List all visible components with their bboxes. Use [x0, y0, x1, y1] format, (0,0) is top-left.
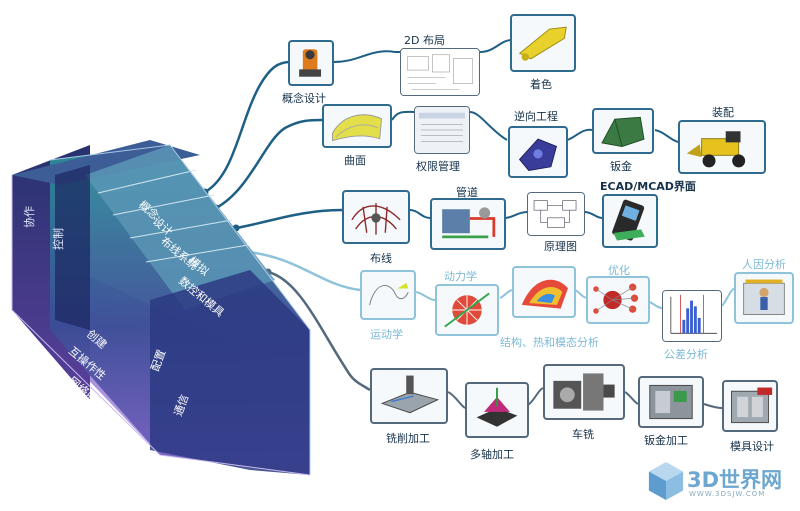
- watermark-title: 3D世界网: [687, 468, 783, 492]
- thumb-ergonomics: [734, 272, 794, 324]
- label-tolerance-analysis: 公差分析: [664, 348, 708, 361]
- connector-concept-3: [479, 39, 513, 53]
- label-concept-design: 概念设计: [282, 92, 326, 105]
- label-ecad-mcad: ECAD/MCAD界面: [600, 180, 696, 193]
- thumb-sheet-metal: [592, 108, 654, 154]
- thumb-tolerance-analysis: [662, 290, 722, 342]
- thumb-reverse-engineering: [508, 126, 568, 178]
- thumb-ecad-mcad: [602, 194, 658, 248]
- label-turn-mill: 车铣: [572, 428, 594, 441]
- label-kinematics: 运动学: [370, 328, 403, 341]
- connector-routing: [235, 208, 343, 230]
- label-structural-thermal-modal: 结构、热和模态分析: [500, 336, 599, 349]
- label-mold-design: 模具设计: [730, 440, 774, 453]
- platform-block: [11, 140, 311, 476]
- thumb-piping: [430, 198, 506, 250]
- thumb-shading: [510, 14, 576, 72]
- connector-cnc: [267, 270, 371, 392]
- thumb-assembly: [678, 120, 766, 174]
- watermark-cube-icon: [648, 462, 684, 500]
- label-piping: 管道: [456, 186, 478, 199]
- connector-cnc-2: [447, 387, 723, 409]
- label-wiring: 布线: [370, 252, 392, 265]
- label-surface: 曲面: [344, 154, 366, 167]
- label-dynamics: 动力学: [444, 270, 477, 283]
- label-assembly: 装配: [712, 106, 734, 119]
- block-inner-pillar: [55, 165, 90, 330]
- side-control: 控制: [51, 228, 65, 250]
- watermark-url: WWW.3DSJW.COM: [689, 490, 766, 498]
- block-right-pillar: [150, 270, 310, 475]
- label-multi-axis: 多轴加工: [470, 448, 514, 461]
- thumb-milling: [370, 368, 448, 424]
- connector-design-2: [391, 110, 679, 143]
- label-shading: 着色: [530, 78, 552, 91]
- connector-simulation: [247, 250, 361, 292]
- thumb-mold-design: [722, 380, 778, 432]
- connector-simulation-2: [414, 287, 736, 309]
- thumb-rights-management: [414, 106, 470, 154]
- thumb-dynamics: [435, 284, 499, 336]
- thumb-2d-layout: [400, 48, 480, 96]
- label-schematic: 原理图: [544, 240, 577, 253]
- thumb-wiring: [342, 190, 410, 244]
- label-ergonomics: 人因分析: [742, 258, 786, 271]
- label-reverse-engineering: 逆向工程: [514, 110, 558, 123]
- thumb-turn-mill: [543, 364, 625, 420]
- connector-concept-2: [333, 50, 420, 63]
- label-2d-layout: 2D 布局: [404, 34, 445, 47]
- thumb-optimization: [586, 276, 650, 324]
- thumb-multi-axis: [465, 382, 529, 438]
- thumb-surface: [322, 104, 392, 148]
- label-milling: 铣削加工: [386, 432, 430, 445]
- connector-concept: [204, 60, 291, 194]
- connector-routing-2: [409, 209, 603, 219]
- watermark: 3D世界网 WWW.3DSJW.COM: [647, 460, 797, 504]
- side-collaboration: 协作: [22, 206, 36, 228]
- label-rights-management: 权限管理: [416, 160, 460, 173]
- label-optimization: 优化: [608, 264, 630, 277]
- label-sheet-metal: 钣金: [610, 160, 632, 173]
- thumb-structural-analysis: [512, 266, 576, 318]
- thumb-concept-design: [288, 40, 334, 86]
- thumb-sheet-metal-machining: [638, 376, 704, 428]
- block-top-panel: [85, 145, 275, 310]
- thumb-kinematics: [360, 270, 416, 320]
- connector-design: [215, 118, 323, 210]
- thumb-schematic: [527, 192, 585, 236]
- label-sheet-metal-machining: 钣金加工: [644, 434, 688, 447]
